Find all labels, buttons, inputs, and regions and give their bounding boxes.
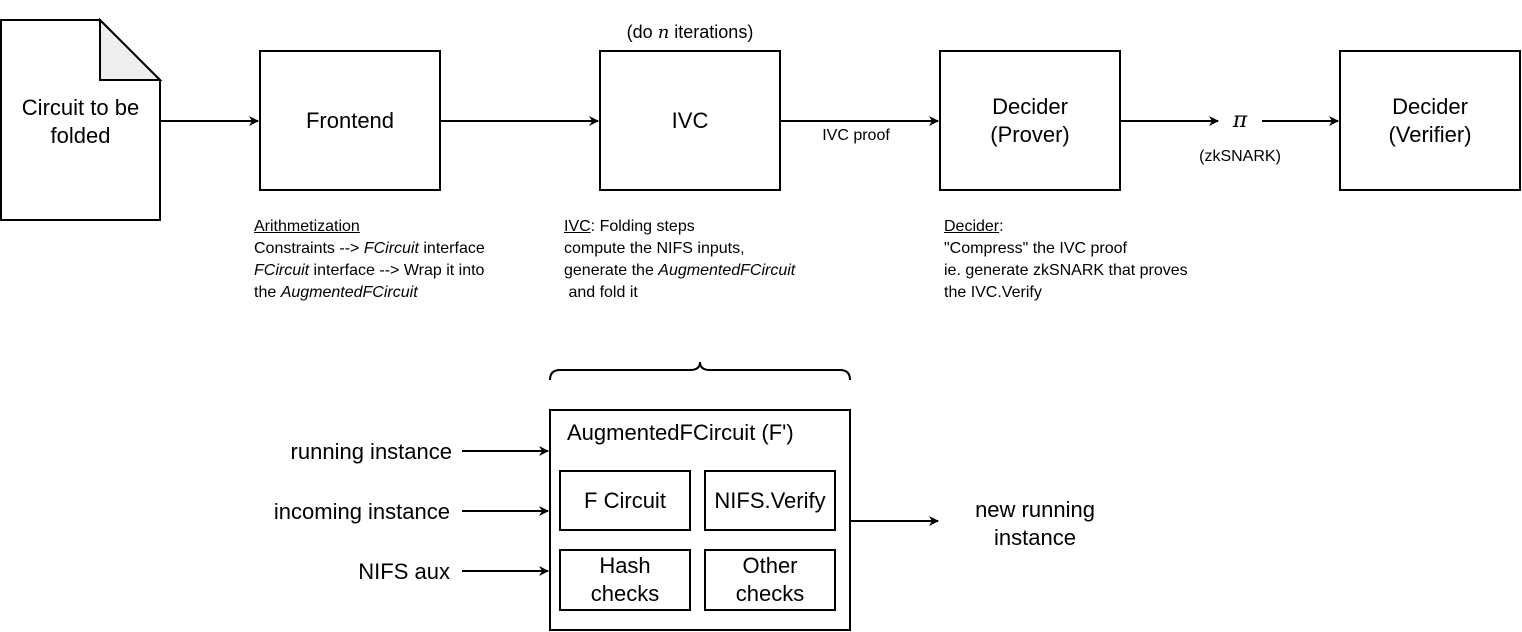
decider-note-line3: ie. generate zkSNARK that proves (944, 262, 1188, 279)
decider-note-line2: "Compress" the IVC proof (944, 240, 1127, 257)
ivc-label: IVC (671, 107, 709, 133)
ivc-note-heading: IVC (564, 218, 591, 235)
ivc-note-heading-rest: : Folding steps (590, 218, 695, 235)
ivc-note-line2: compute the NIFS inputs, (564, 240, 745, 257)
pi-symbol: π (1232, 108, 1248, 133)
frontend-label: Frontend (305, 107, 395, 133)
decider-prover-line2: (Prover) (990, 121, 1070, 147)
output-line2: instance (994, 525, 1076, 550)
f-circuit-box: F Circuit (559, 470, 691, 531)
curly-brace (549, 361, 851, 381)
arith-line2-c: interface (418, 240, 485, 257)
document-fold (99, 17, 163, 81)
ivc-note: IVC: Folding steps compute the NIFS inpu… (564, 216, 795, 304)
decider-verifier-line2: (Verifier) (1388, 121, 1472, 147)
ivc-iterations-suffix: iterations) (669, 22, 754, 42)
ivc-note-line3-a: generate the (564, 262, 659, 279)
decider-prover-box: Decider (Prover) (939, 50, 1121, 191)
arith-line4-b: AugmentedFCircuit (280, 284, 418, 301)
other-checks-line2: checks (735, 581, 805, 606)
decider-note: Decider: "Compress" the IVC proof ie. ge… (944, 216, 1188, 304)
zksnark-caption: (zkSNARK) (1199, 148, 1281, 165)
ivc-box: IVC (599, 50, 781, 191)
decider-prover-line1: Decider (992, 93, 1068, 119)
decider-verifier-box: Decider (Verifier) (1339, 50, 1521, 191)
hash-checks-line2: checks (590, 581, 660, 606)
ivc-iterations-label: (do n iterations) (600, 22, 780, 43)
decider-note-heading-rest: : (999, 218, 1004, 235)
ivc-note-line3-b: AugmentedFCircuit (658, 262, 796, 279)
circuit-to-be-folded-label: Circuit to be folded (21, 95, 140, 148)
arith-line3-a: FCircuit (254, 262, 310, 279)
arith-line2-b: FCircuit (363, 240, 419, 257)
f-circuit-label: F Circuit (584, 487, 666, 513)
hash-checks-line1: Hash (599, 553, 651, 578)
augmented-fcircuit-title: AugmentedFCircuit (F') (567, 420, 794, 445)
output-new-running-instance: new running instance (955, 496, 1115, 552)
arith-line3-b: interface --> Wrap it into (309, 262, 485, 279)
arith-line4-a: the (254, 284, 281, 301)
ivc-iterations-prefix: (do (626, 22, 658, 42)
input-nifs-aux: NIFS aux (358, 559, 450, 584)
ivc-iterations-var: n (657, 22, 670, 43)
other-checks-box: Other checks (704, 549, 836, 611)
nifs-verify-label: NIFS.Verify (714, 487, 826, 513)
decider-note-heading: Decider (944, 218, 1000, 235)
other-checks-line1: Other (742, 553, 798, 578)
arithmetization-note: Arithmetization Constraints --> FCircuit… (254, 216, 485, 304)
output-line1: new running (975, 497, 1095, 522)
ivc-note-line4: and fold it (564, 284, 638, 301)
nifs-verify-box: NIFS.Verify (704, 470, 836, 531)
decider-note-line4: the IVC.Verify (944, 284, 1042, 301)
ivc-proof-label: IVC proof (822, 127, 890, 144)
input-incoming-instance: incoming instance (273, 499, 450, 524)
arithmetization-heading: Arithmetization (254, 218, 360, 235)
arith-line2-a: Constraints --> (254, 240, 364, 257)
decider-verifier-line1: Decider (1392, 93, 1468, 119)
frontend-box: Frontend (259, 50, 441, 191)
input-running-instance: running instance (290, 439, 452, 464)
hash-checks-box: Hash checks (559, 549, 691, 611)
